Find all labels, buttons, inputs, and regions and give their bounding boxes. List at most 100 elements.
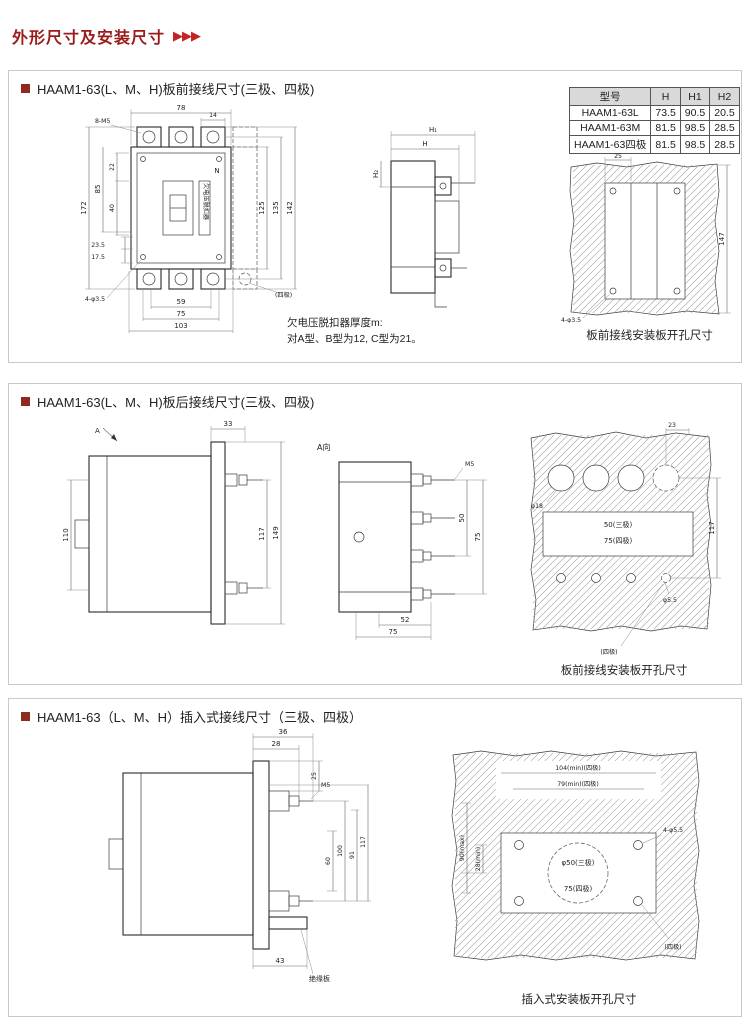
dimension-labels: 36 28 M5 25 60 100 91 117 43 绝缘板 bbox=[272, 728, 367, 983]
dim-label: 91 bbox=[349, 851, 356, 859]
section-bullet-icon bbox=[21, 84, 30, 93]
dim-label: 100 bbox=[337, 845, 344, 857]
screw-callout-label: 8-M5 bbox=[95, 118, 111, 125]
dimension-lines bbox=[252, 733, 371, 975]
section-header: HAAM1-63(L、M、H)板前接线尺寸(三极、四极) bbox=[21, 79, 314, 98]
plugin-drill-drawing: 104(min)(四极) 79(min)(四极) φ50(三极) 75(四极) … bbox=[451, 750, 700, 961]
breaker-front-outline bbox=[130, 126, 232, 290]
table-row: HAAM1-63四极 81.5 98.5 28.5 bbox=[568, 135, 740, 154]
page-title: 外形尺寸及安装尺寸 bbox=[12, 30, 166, 47]
drill-caption: 板前接线安装板开孔尺寸 bbox=[586, 330, 713, 342]
spec-cell: 98.5 bbox=[679, 135, 711, 154]
dim-label: 60 bbox=[325, 857, 332, 865]
dim-label: 50(三极) bbox=[604, 520, 633, 529]
dimension-lines bbox=[582, 157, 731, 319]
clear-cutout bbox=[604, 182, 686, 300]
dim-label: 17.5 bbox=[91, 254, 105, 261]
drill-caption: 插入式安装板开孔尺寸 bbox=[521, 994, 637, 1006]
dim-label: 14 bbox=[209, 112, 217, 119]
dim-label: 135 bbox=[272, 201, 280, 214]
spec-cell: HAAM1-63M bbox=[568, 120, 652, 136]
dim-label: φ50(三极) bbox=[562, 858, 595, 867]
screw-callout-label: M5 bbox=[321, 782, 330, 789]
dim-label: 90(max) bbox=[459, 835, 466, 861]
hole-callout-label: 4-φ3.5 bbox=[85, 296, 105, 303]
dim-label: 22 bbox=[109, 163, 116, 171]
title-arrows-icon: ▶▶▶ bbox=[173, 28, 201, 43]
rear-wiring-a-view-drawing: A向 M5 50 75 52 75 bbox=[317, 442, 487, 640]
insulation-board-label: 绝缘板 bbox=[309, 974, 330, 983]
screw-callout-label: M5 bbox=[465, 461, 474, 468]
four-pole-label: (四极) bbox=[600, 648, 617, 656]
dim-label: 23.5 bbox=[91, 242, 105, 249]
neutral-pole-label: N bbox=[214, 167, 219, 175]
section-title: HAAM1-63(L、M、H)板前接线尺寸(三极、四极) bbox=[37, 82, 315, 97]
plugin-side-drawing: 36 28 M5 25 60 100 91 117 43 绝缘板 bbox=[108, 728, 371, 983]
dim-label: 25 bbox=[311, 772, 318, 780]
dim-label: 36 bbox=[279, 728, 288, 736]
col-h: H bbox=[650, 87, 681, 106]
dimension-labels: 23 50(三极) 75(四极) φ18 φ5.5 117 (四极) bbox=[531, 422, 716, 656]
dim-label: 75(四极) bbox=[564, 884, 593, 893]
dimension-labels: 78 14 8-M5 172 85 22 40 125 135 142 23.5… bbox=[80, 104, 294, 330]
spec-cell: 90.5 bbox=[679, 105, 711, 121]
dim-label: 75 bbox=[474, 533, 482, 542]
spec-cell: HAAM1-63L bbox=[568, 105, 652, 121]
dim-label: 75 bbox=[389, 628, 398, 636]
dimension-lines bbox=[355, 467, 487, 640]
dim-label: 43 bbox=[276, 957, 285, 965]
front-view-drawing: 78 14 8-M5 172 85 22 40 125 135 142 23.5… bbox=[80, 104, 297, 333]
spec-cell: 73.5 bbox=[650, 105, 681, 121]
mounting-plate-drill-drawing: 147 25 4-φ3.5 bbox=[561, 153, 731, 323]
undervoltage-note: 欠电压脱扣器厚度m: 对A型、B型为12, C型为21。 bbox=[287, 315, 422, 348]
spec-cell: 28.5 bbox=[709, 135, 740, 154]
dim-label: 75 bbox=[177, 310, 186, 318]
dim-label: 23 bbox=[668, 422, 676, 429]
four-pole-label: (四极) bbox=[275, 291, 292, 299]
dim-label: H₂ bbox=[372, 170, 380, 178]
clear-cutout bbox=[496, 761, 661, 914]
dimension-lines bbox=[546, 428, 721, 647]
dim-label: 117 bbox=[258, 527, 266, 540]
col-h2: H2 bbox=[709, 87, 740, 106]
dim-label: H bbox=[422, 140, 427, 148]
dim-label: 28 bbox=[272, 740, 281, 748]
note-line: 欠电压脱扣器厚度m: bbox=[287, 317, 383, 329]
table-header-row: 型号 H H1 H2 bbox=[568, 87, 740, 106]
hole-diameter-label: φ18 bbox=[531, 503, 543, 510]
drill-caption: 板前接线安装板开孔尺寸 bbox=[560, 665, 688, 677]
dim-label: 142 bbox=[286, 201, 294, 214]
view-a-label: A bbox=[95, 427, 100, 435]
side-view-drawing: H₁ H H₂ bbox=[372, 126, 476, 308]
dim-label: 79(min)(四极) bbox=[557, 780, 599, 788]
dim-label: 28(min) bbox=[475, 847, 482, 871]
dimension-labels: A 33 110 117 149 bbox=[62, 420, 280, 542]
plate-outline bbox=[451, 750, 700, 961]
spec-cell: HAAM1-63四极 bbox=[568, 135, 652, 154]
col-model: 型号 bbox=[568, 87, 652, 106]
rear-wiring-side-drawing: A 33 110 117 149 bbox=[62, 420, 285, 625]
section-bullet-icon bbox=[21, 712, 30, 721]
dimension-lines bbox=[85, 109, 297, 333]
rear-wiring-drill-drawing: 23 50(三极) 75(四极) φ18 φ5.5 117 (四极) bbox=[530, 422, 721, 656]
dim-label: 50 bbox=[458, 514, 466, 523]
dim-label: 172 bbox=[80, 201, 88, 214]
dim-label: 25 bbox=[614, 153, 622, 160]
four-pole-label: (四极) bbox=[664, 943, 681, 951]
breaker-side-outline bbox=[74, 441, 263, 625]
dim-label: H₁ bbox=[429, 126, 437, 134]
dim-label: 125 bbox=[258, 201, 266, 214]
spec-cell: 98.5 bbox=[679, 120, 711, 136]
plate-outline bbox=[530, 431, 712, 632]
hole-diameter-label: φ5.5 bbox=[663, 597, 677, 604]
dimension-lines bbox=[67, 426, 285, 625]
note-line: 对A型、B型为12, C型为21。 bbox=[287, 333, 422, 346]
view-a-direction-label: A向 bbox=[317, 442, 330, 452]
dim-label: 40 bbox=[109, 204, 116, 212]
dimension-labels: A向 M5 50 75 52 75 bbox=[317, 442, 482, 636]
breaker-side-outline bbox=[108, 760, 313, 950]
section-title: HAAM1-63(L、M、H)板后接线尺寸(三极、四极) bbox=[37, 395, 315, 410]
dimension-labels: 104(min)(四极) 79(min)(四极) φ50(三极) 75(四极) … bbox=[459, 764, 683, 951]
spec-cell: 81.5 bbox=[650, 120, 681, 136]
